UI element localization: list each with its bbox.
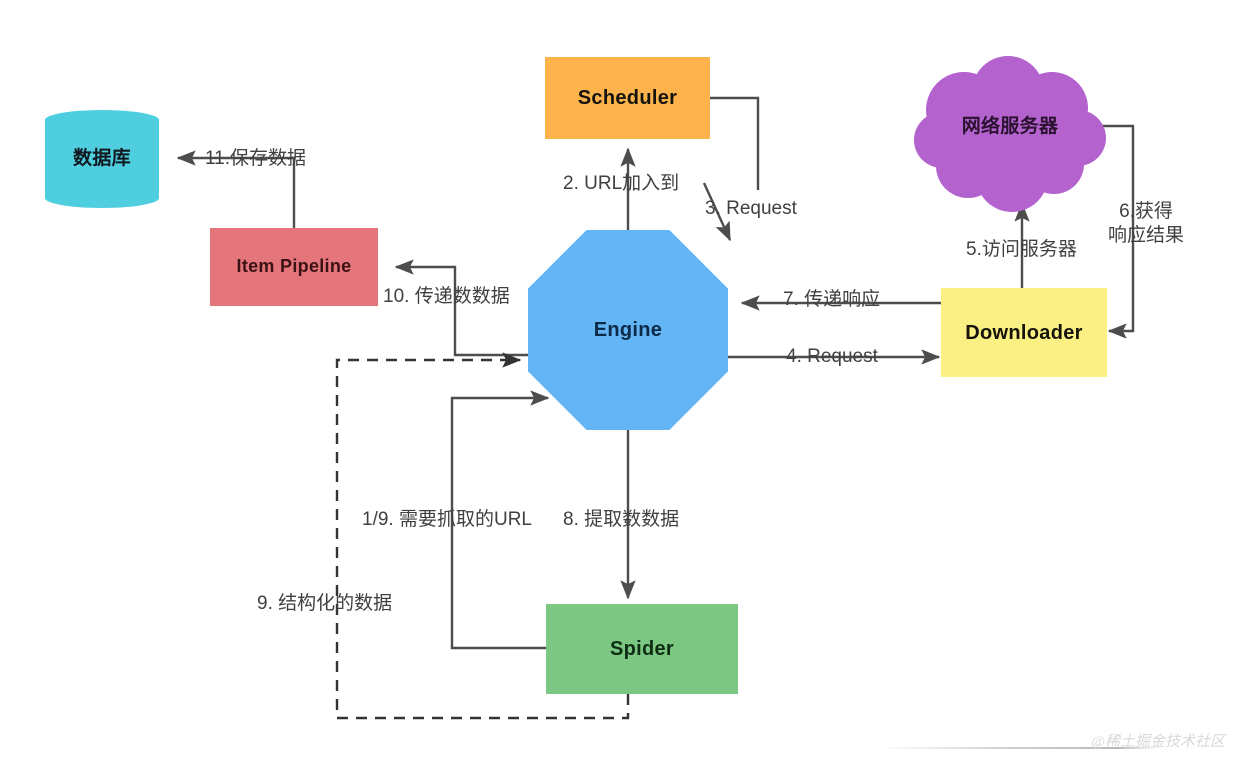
cloud-shape [914, 56, 1106, 212]
node-spider-label: Spider [609, 638, 675, 660]
node-scheduler-label: Scheduler [577, 87, 678, 109]
edge-10-pass-data [394, 259, 528, 357]
edge-label-1-9-urls-to-crawl: 1/9. 需要抓取的URL [362, 509, 532, 530]
node-web-server[interactable]: 网络服务器 [912, 56, 1108, 216]
edge-label-5-visit-server: 5.访问服务器 [966, 239, 1077, 260]
edge-label-6-get-response: 6.获得 响应结果 [1108, 200, 1184, 248]
node-downloader-label: Downloader [965, 321, 1083, 344]
node-downloader[interactable]: Downloader [941, 288, 1107, 377]
cylinder-body [45, 119, 159, 199]
node-database[interactable]: 数据库 [45, 110, 159, 208]
edge-label-11-save-data: 11.保存数据 [205, 148, 307, 169]
node-database-label: 数据库 [73, 147, 131, 169]
node-web-server-label: 网络服务器 [961, 115, 1059, 137]
edge-label-10-pass-data: 10. 传递数数据 [383, 286, 510, 307]
edge-label-6-line2: 响应结果 [1108, 224, 1185, 246]
node-scheduler[interactable]: Scheduler [545, 57, 710, 139]
edge-3-request [710, 96, 760, 190]
edge-label-8-extract-data: 8. 提取数数据 [563, 509, 680, 530]
node-item-pipeline[interactable]: Item Pipeline [210, 228, 378, 306]
node-spider[interactable]: Spider [546, 604, 738, 694]
edge-label-3-request: 3. Request [705, 198, 797, 219]
cylinder-top-ellipse [45, 110, 159, 130]
cylinder-bottom-ellipse [45, 188, 159, 208]
bottom-divider [880, 747, 1160, 749]
watermark-text: @稀土掘金技术社区 [1091, 734, 1225, 750]
node-item-pipeline-label: Item Pipeline [236, 256, 352, 277]
edge-label-2-url-enqueue: 2. URL加入到 [563, 173, 680, 194]
edge-label-7-pass-response: 7. 传递响应 [783, 289, 881, 310]
octagon-shape [528, 230, 728, 430]
edge-label-6-line1: 6.获得 [1119, 201, 1173, 222]
node-engine[interactable]: Engine [528, 230, 728, 430]
edge-label-9-structured-data: 9. 结构化的数据 [257, 593, 393, 614]
edge-label-4-request: 4. Request [786, 346, 878, 367]
node-engine-label: Engine [593, 319, 663, 341]
